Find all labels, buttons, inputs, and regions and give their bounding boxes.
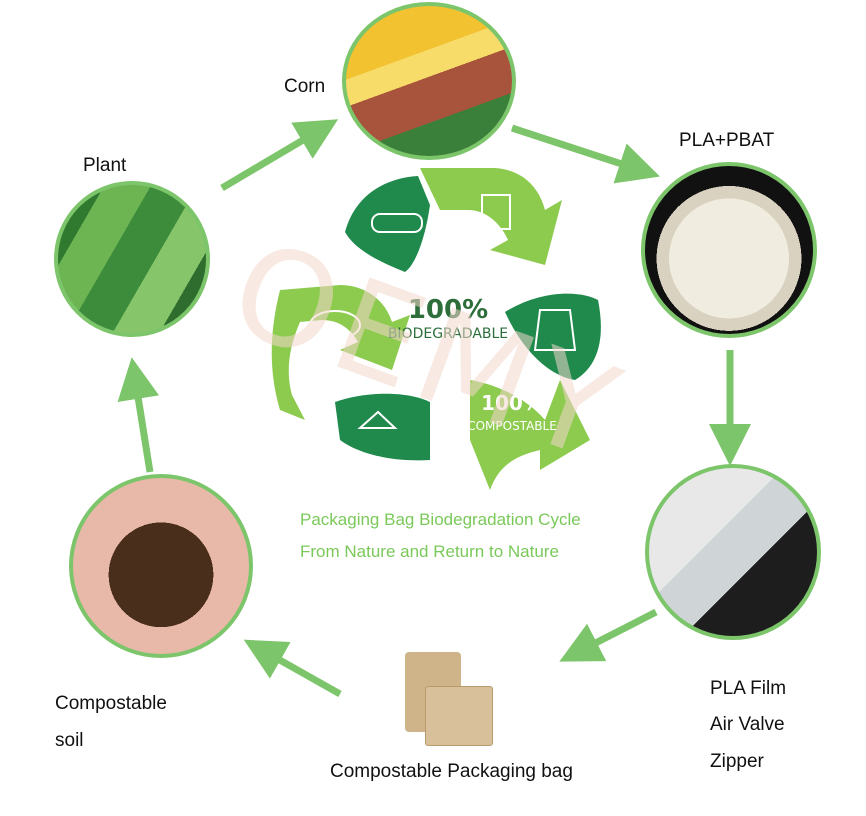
plant-image: [54, 181, 210, 337]
soil-glyph-icon: [357, 410, 398, 429]
badge-bottom-word: COMPOSTABLE: [467, 419, 557, 433]
bag-label: Compostable Packaging bag: [330, 761, 573, 782]
caption-line-2: From Nature and Return to Nature: [300, 542, 559, 561]
corn-image: [342, 2, 516, 160]
pla-pbat-label: PLA+PBAT: [679, 130, 775, 151]
pla-pellets-image: [641, 162, 817, 338]
badge-top-word: BIODEGRADABLE: [388, 326, 508, 342]
film-label-3: Zipper: [710, 751, 764, 772]
soil-label-2: soil: [55, 730, 84, 751]
arrow-bag-to-soil: [243, 639, 342, 698]
badge-bottom-percent: 100%: [481, 391, 543, 415]
arrow-film-to-bag: [559, 608, 658, 662]
bag-glyph-icon-2: [533, 309, 577, 351]
svg-text:OEMY: OEMY: [213, 211, 641, 491]
arrow-corn-to-pla: [510, 124, 660, 184]
badge-top-percent: 100%: [408, 295, 488, 325]
corn-glyph-icon: [371, 213, 423, 233]
bag-glyph-icon: [481, 194, 511, 230]
arrow-light-bottomright: [470, 380, 590, 490]
film-label-1: PLA Film: [710, 678, 787, 699]
potato-glyph-icon: [309, 310, 361, 340]
arrow-light-left: [271, 285, 410, 420]
arrow-light-top: [420, 168, 562, 265]
plant-label: Plant: [83, 155, 127, 176]
arrow-soil-to-plant: [117, 357, 160, 473]
soil-image: [69, 474, 253, 658]
packaging-bag-image-2: [425, 686, 493, 746]
leaf-dark-topleft: [345, 176, 430, 272]
leaf-dark-right: [505, 293, 601, 380]
pla-film-image: [645, 464, 821, 640]
film-label-2: Air Valve: [710, 714, 785, 735]
caption-line-1: Packaging Bag Biodegradation Cycle: [300, 510, 581, 529]
corn-label: Corn: [284, 76, 326, 97]
arrow-plant-to-corn: [220, 119, 339, 192]
soil-label-1: Compostable: [55, 693, 167, 714]
